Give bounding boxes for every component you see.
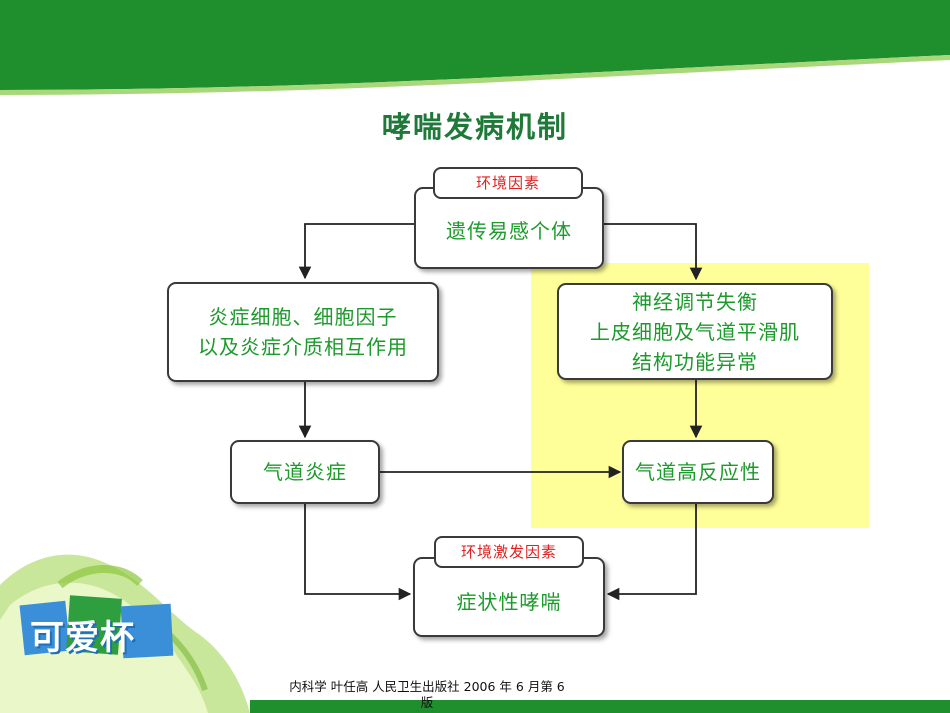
top-green-band [0,0,950,95]
node-label: 症状性哮喘 [456,590,562,614]
node-symptomatic-asthma: 症状性哮喘 [413,557,605,637]
node-label: 气道炎症 [263,460,347,484]
edge-airway-inflammation-to-symptoms [304,504,412,601]
node-label-line1: 炎症细胞、细胞因子 [208,305,398,329]
node-label: 气道高反应性 [635,460,761,484]
node-label: 遗传易感个体 [446,219,572,243]
bottom-green-band [250,700,950,713]
edge-hyperresponsiveness-to-symptoms [606,504,697,601]
citation-line2: 版 [420,695,434,710]
tag-environmental-triggers: 环境激发因素 [434,536,584,568]
tag-environmental-factors: 环境因素 [433,167,583,199]
node-inflammatory-cells: 炎症细胞、细胞因子 以及炎症介质相互作用 [167,282,439,382]
cup-logo-graphic [0,554,250,713]
node-label-line3: 结构功能异常 [632,349,758,374]
cup-logo-text: 可爱杯 [30,618,135,658]
edge-individual-to-inflammation-cells [298,223,414,280]
node-label-line2: 以及炎症介质相互作用 [198,335,408,359]
node-label-line2: 上皮细胞及气道平滑肌 [590,319,800,344]
slide-title: 哮喘发病机制 [381,110,568,144]
node-label-line1: 神经调节失衡 [632,289,758,314]
node-genetic-susceptible-individual: 遗传易感个体 [414,187,604,269]
citation-line1: 内科学 叶任高 人民卫生出版社 2006 年 6 月第 6 [289,679,565,694]
node-neural-regulation-imbalance: 神经调节失衡 上皮细胞及气道平滑肌 结构功能异常 [557,283,833,380]
source-citation: 内科学 叶任高 人民卫生出版社 2006 年 6 月第 6 版 [262,679,592,711]
node-airway-inflammation: 气道炎症 [230,440,380,504]
node-airway-hyperresponsiveness: 气道高反应性 [622,440,774,504]
edge-individual-to-neural [604,223,703,281]
